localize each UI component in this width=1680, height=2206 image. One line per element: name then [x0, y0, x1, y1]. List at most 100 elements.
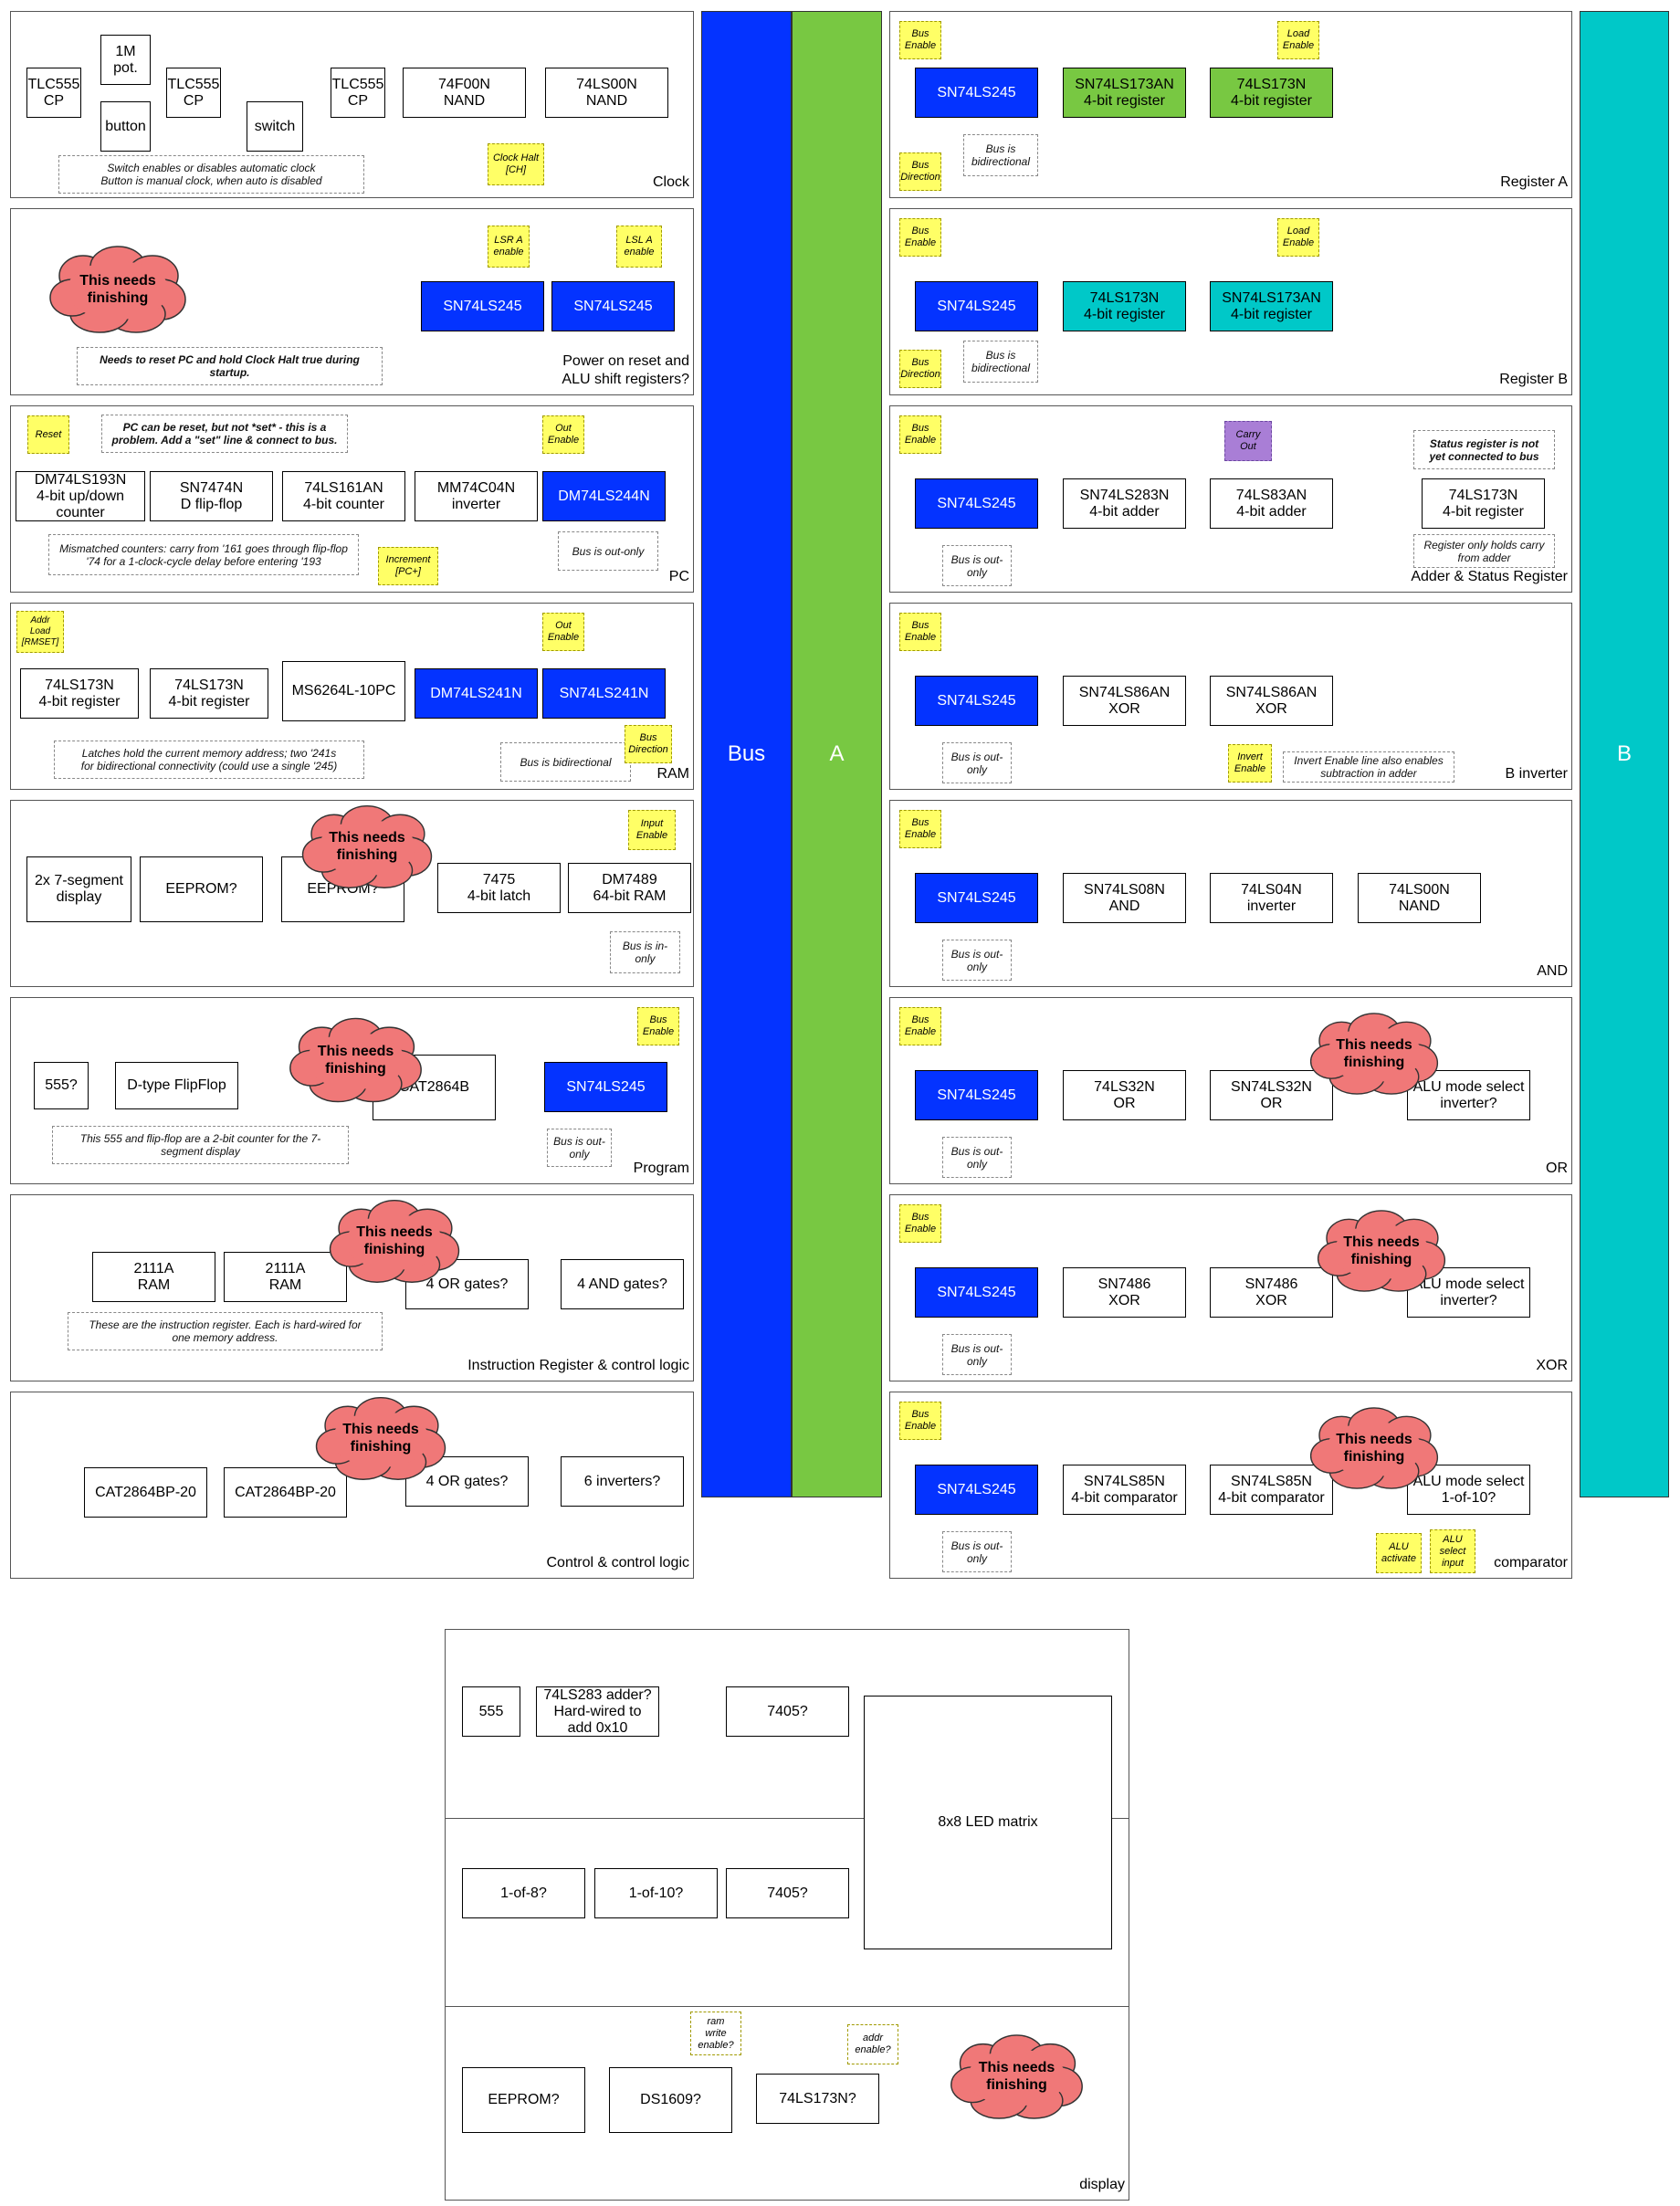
- panel-title: Power on reset and ALU shift registers?: [562, 353, 689, 387]
- chip: 74LS173N 4-bit register: [1063, 281, 1186, 331]
- chip: SN74LS245: [915, 281, 1038, 331]
- chip: TLC555 CP: [166, 68, 221, 118]
- panel-ram[interactable]: Addr Load [RMSET] Out Enable 74LS173N 4-…: [10, 603, 694, 790]
- signal-bus-direction: Bus Direction: [899, 350, 941, 388]
- chip: SN7486 XOR: [1210, 1267, 1333, 1318]
- cloud-icon: [1309, 1013, 1439, 1095]
- cloud-text: This needs finishing: [356, 1224, 433, 1257]
- signal-alu-select-input: ALU select input: [1430, 1529, 1475, 1573]
- chip: 74LS04N inverter: [1210, 873, 1333, 923]
- cloud-icon: [329, 1200, 460, 1283]
- signal-lsr-a-enable: LSR A enable: [488, 226, 530, 268]
- note: Bus is out- only: [942, 742, 1012, 783]
- chip: DM7489 64-bit RAM: [568, 863, 691, 913]
- chip-led-matrix: 8x8 LED matrix: [864, 1696, 1112, 1949]
- note: Needs to reset PC and hold Clock Halt tr…: [77, 347, 383, 385]
- cloud-text: This needs finishing: [79, 272, 156, 306]
- chip: ALU mode select inverter?: [1407, 1267, 1530, 1318]
- chip: EEPROM?: [462, 2067, 585, 2133]
- chip: DM74LS244N: [542, 471, 666, 521]
- chip: 74LS173N 4-bit register: [20, 668, 139, 719]
- chip: 1-of-10?: [594, 1868, 718, 1918]
- cloud-needs-finishing: This needs finishing: [946, 2026, 1087, 2127]
- chip: 2111A RAM: [224, 1252, 347, 1302]
- note: Mismatched counters: carry from '161 goe…: [48, 534, 359, 575]
- panel-display[interactable]: 555 74LS283 adder? Hard-wired to add 0x1…: [445, 1629, 1129, 2201]
- panel-instruction-register[interactable]: 2111A RAM 2111A RAM 4 OR gates? This nee…: [10, 1194, 694, 1381]
- chip: 555: [462, 1686, 520, 1737]
- panel-title: Register B: [1499, 372, 1568, 387]
- chip: CAT2864BP-20: [84, 1467, 207, 1518]
- panel-program[interactable]: 555? D-type FlipFlop CAT2864B This needs…: [10, 997, 694, 1184]
- note: Bus is out- only: [942, 1531, 1012, 1572]
- panel-register-a[interactable]: Bus Enable Load Enable SN74LS245 SN74LS1…: [889, 11, 1572, 198]
- chip: DS1609?: [609, 2067, 732, 2133]
- chip: SN74LS245: [551, 281, 675, 331]
- chip: MM74C04N inverter: [415, 471, 538, 521]
- chip: 74LS173N?: [756, 2074, 879, 2124]
- panel-register-b[interactable]: Bus Enable Load Enable SN74LS245 74LS173…: [889, 208, 1572, 395]
- note: Bus is bidirectional: [963, 341, 1038, 383]
- signal-load-enable: Load Enable: [1277, 21, 1319, 59]
- panel-adder[interactable]: Bus Enable Carry Out Status register is …: [889, 405, 1572, 593]
- cloud-needs-finishing: This needs finishing: [321, 1195, 467, 1287]
- chip: 74LS00N NAND: [1358, 873, 1481, 923]
- chip: MS6264L-10PC: [282, 661, 405, 721]
- note: Bus is out- only: [942, 545, 1012, 586]
- signal-reset: Reset: [27, 415, 69, 454]
- panel-title: B inverter: [1505, 766, 1568, 782]
- cloud-icon: [1309, 1407, 1439, 1489]
- signal-increment: Increment [PC+]: [378, 547, 438, 585]
- signal-ram-write-enable: ram write enable?: [690, 2012, 741, 2055]
- chip: 74LS173N 4-bit register: [150, 668, 268, 719]
- chip: DM74LS193N 4-bit up/down counter: [16, 471, 145, 521]
- chip: SN74LS86AN XOR: [1063, 676, 1186, 726]
- panel-or[interactable]: Bus Enable SN74LS245 74LS32N OR SN74LS32…: [889, 997, 1572, 1184]
- signal-bus-enable: Bus Enable: [899, 218, 941, 257]
- chip: 7405?: [726, 1868, 849, 1918]
- chip: SN74LS245: [915, 1465, 1038, 1515]
- chip: SN74LS245: [915, 1070, 1038, 1120]
- cloud-needs-finishing: This needs finishing: [308, 1392, 454, 1484]
- cloud-text: This needs finishing: [1336, 1036, 1412, 1070]
- signal-out-enable: Out Enable: [542, 415, 584, 454]
- panel-title: Instruction Register & control logic: [467, 1358, 689, 1373]
- chip-switch: switch: [247, 101, 303, 152]
- panel-title: Control & control logic: [546, 1555, 689, 1570]
- panel-pc[interactable]: Reset PC can be reset, but not *set* - t…: [10, 405, 694, 593]
- signal-bus-enable: Bus Enable: [899, 1402, 941, 1440]
- panel-and[interactable]: Bus Enable SN74LS245 SN74LS08N AND 74LS0…: [889, 800, 1572, 987]
- chip: ALU mode select 1-of-10?: [1407, 1465, 1530, 1515]
- chip: SN74LS245: [544, 1062, 667, 1112]
- signal-bus-direction: Bus Direction: [625, 725, 672, 763]
- signal-addr-enable: addr enable?: [847, 2024, 898, 2064]
- chip: SN7486 XOR: [1063, 1267, 1186, 1318]
- panel-title: AND: [1537, 963, 1568, 979]
- chip: SN74LS85N 4-bit comparator: [1063, 1465, 1186, 1515]
- panel-control[interactable]: CAT2864BP-20 CAT2864BP-20 4 OR gates? Th…: [10, 1392, 694, 1579]
- panel-title: XOR: [1536, 1358, 1568, 1373]
- bus-bar: Bus: [701, 11, 792, 1497]
- panel-input[interactable]: 2x 7-segment display EEPROM? EEPROM? Thi…: [10, 800, 694, 987]
- note: Bus is in- only: [610, 931, 680, 973]
- panel-b-inverter[interactable]: Bus Enable SN74LS245 SN74LS86AN XOR SN74…: [889, 603, 1572, 790]
- panel-xor[interactable]: Bus Enable SN74LS245 SN7486 XOR SN7486 X…: [889, 1194, 1572, 1381]
- chip: 74LS173N 4-bit register: [1422, 478, 1545, 529]
- cloud-needs-finishing: This needs finishing: [1306, 1005, 1443, 1101]
- cloud-icon: [49, 246, 186, 333]
- chip: SN7474N D flip-flop: [150, 471, 273, 521]
- panel-comparator[interactable]: Bus Enable SN74LS245 SN74LS85N 4-bit com…: [889, 1392, 1572, 1579]
- panel-clock[interactable]: TLC555 CP 1M pot. button TLC555 CP switc…: [10, 11, 694, 198]
- signal-bus-direction: Bus Direction: [899, 152, 941, 191]
- chip: 2x 7-segment display: [26, 856, 131, 922]
- cloud-text: This needs finishing: [342, 1422, 419, 1455]
- chip: 1-of-8?: [462, 1868, 585, 1918]
- chip: 74LS83AN 4-bit adder: [1210, 478, 1333, 529]
- signal-bus-enable: Bus Enable: [899, 1007, 941, 1045]
- chip: 4 AND gates?: [561, 1259, 684, 1309]
- chip: 74LS32N OR: [1063, 1070, 1186, 1120]
- signal-bus-enable: Bus Enable: [899, 415, 941, 454]
- signal-carry-out: Carry Out: [1224, 421, 1272, 461]
- panel-power-on-reset[interactable]: This needs finishing SN74LS245 SN74LS245…: [10, 208, 694, 395]
- chip: 6 inverters?: [561, 1456, 684, 1507]
